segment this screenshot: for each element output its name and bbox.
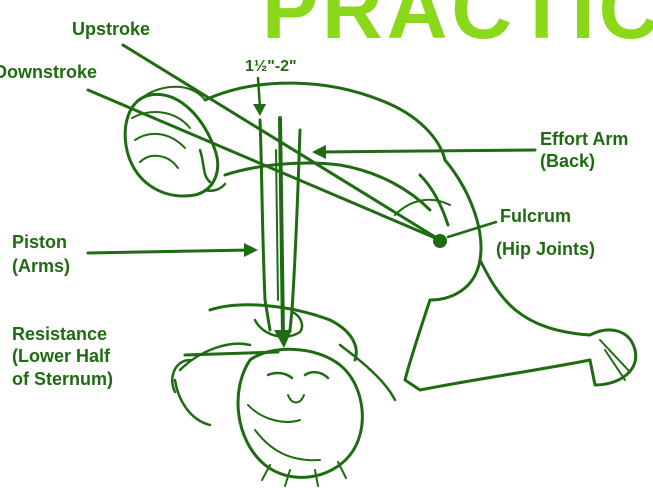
downstroke-line — [88, 90, 440, 240]
fulcrum-pointer — [448, 222, 496, 237]
fulcrum-label-line2: (Hip Joints) — [496, 239, 595, 259]
practice-banner: PRACTICE — [262, 0, 653, 56]
fulcrum-label-line1: Fulcrum — [500, 206, 571, 226]
effort-arm-arrowhead — [312, 145, 326, 159]
fulcrum-point — [433, 234, 447, 248]
piston-arrowhead — [244, 243, 258, 257]
resistance-label-line3: of Sternum) — [12, 369, 113, 389]
compression-line — [280, 118, 283, 335]
downstroke-label: Downstroke — [0, 62, 97, 82]
piston-label-line2: (Arms) — [12, 256, 70, 276]
depth-arrowhead — [253, 104, 266, 116]
upstroke-label: Upstroke — [72, 19, 150, 39]
effort-arm-label-line2: (Back) — [540, 151, 595, 171]
depth-arrow — [258, 78, 260, 108]
compression-arrowhead — [274, 330, 292, 348]
piston-pointer — [88, 250, 250, 253]
effort-arm-pointer — [320, 150, 535, 152]
resistance-label-line1: Resistance — [12, 324, 107, 344]
resistance-label-line2: (Lower Half — [12, 346, 111, 366]
piston-label-line1: Piston — [12, 232, 67, 252]
resistance-pointer — [185, 352, 278, 355]
effort-arm-label-line1: Effort Arm — [540, 129, 628, 149]
depth-label: 1½"-2" — [245, 58, 297, 75]
